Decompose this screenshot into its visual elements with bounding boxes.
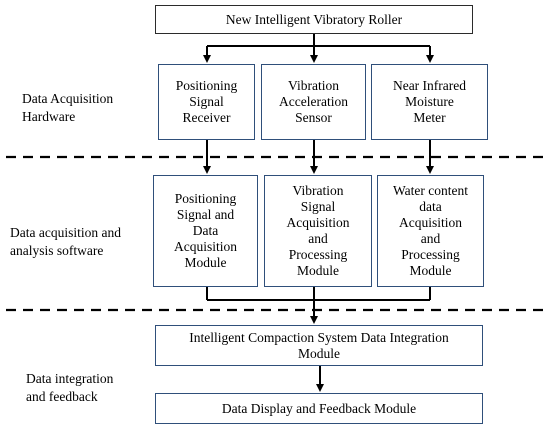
positioning-acquisition-module-box: Positioning Signal and Data Acquisition …: [153, 175, 258, 287]
vibration-acceleration-sensor-box: Vibration Acceleration Sensor: [261, 64, 366, 140]
roller-title-text: New Intelligent Vibratory Roller: [225, 11, 403, 27]
water-content-module-box: Water content data Acquisition and Proce…: [377, 175, 484, 287]
section-label-hardware: Data Acquisition Hardware: [22, 91, 114, 124]
vibration-acceleration-sensor-text: Vibration Acceleration Sensor: [279, 78, 348, 125]
moisture-meter-box: Near Infrared Moisture Meter: [371, 64, 488, 140]
vibration-processing-module-box: Vibration Signal Acquisition and Process…: [264, 175, 372, 287]
data-integration-module-box: Intelligent Compaction System Data Integ…: [155, 325, 483, 366]
data-integration-module-text: Intelligent Compaction System Data Integ…: [189, 329, 449, 361]
vibration-processing-module-text: Vibration Signal Acquisition and Process…: [286, 183, 350, 278]
water-content-module-text: Water content data Acquisition and Proce…: [392, 183, 468, 278]
positioning-signal-receiver-box: Positioning Signal Receiver: [158, 64, 255, 140]
roller-title-box: New Intelligent Vibratory Roller: [155, 5, 473, 34]
section-label-integration: Data integration and feedback: [26, 371, 114, 404]
display-feedback-module-text: Data Display and Feedback Module: [221, 400, 417, 416]
display-feedback-module-box: Data Display and Feedback Module: [155, 393, 483, 424]
moisture-meter-text: Near Infrared Moisture Meter: [392, 78, 467, 125]
positioning-acquisition-module-text: Positioning Signal and Data Acquisition …: [174, 191, 237, 270]
positioning-signal-receiver-text: Positioning Signal Receiver: [175, 78, 238, 125]
section-label-software: Data acquisition and analysis software: [10, 225, 121, 258]
